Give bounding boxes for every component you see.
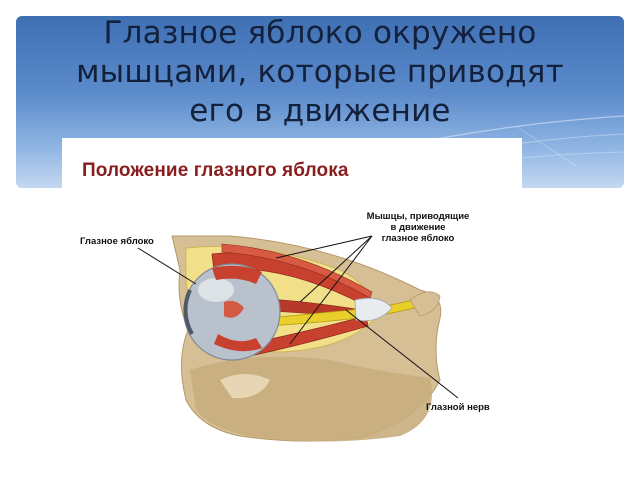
leader-muscle-2	[299, 235, 373, 303]
slide-title-line-3: его в движение	[189, 93, 451, 129]
bone-highlight	[220, 374, 270, 399]
eyeball-shine	[198, 278, 234, 302]
muscle-insertion-top	[212, 265, 262, 284]
figure-heading: Положение глазного яблока	[82, 160, 349, 181]
nerve-tendon-ring	[354, 297, 393, 322]
label-muscles-line-1: Мышцы, приводящие	[366, 211, 470, 222]
leader-muscle-3	[289, 235, 373, 345]
leader-nerve	[345, 309, 459, 399]
muscle-insertion-center	[224, 300, 244, 318]
label-muscles-line-3: глазное яблоко	[381, 233, 455, 244]
slide-title-line-1: Глазное яблоко окружено	[103, 15, 537, 51]
slide-title-line-2: мышцами, которые приводят	[76, 54, 564, 90]
leader-muscle-1	[275, 235, 373, 259]
sphenoid-process	[409, 291, 441, 317]
label-eyeball: Глазное яблоко	[80, 236, 154, 247]
label-muscles: Мышцы, приводящие в движение глазное ябл…	[360, 211, 476, 244]
figure-card	[62, 138, 522, 194]
slide-title: Глазное яблоко окружено мышцами, которые…	[16, 14, 624, 131]
label-muscles-line-2: в движение	[390, 222, 446, 233]
muscle-insertion-bottom	[214, 334, 262, 352]
label-optic-nerve: Глазной нерв	[426, 402, 490, 413]
leader-eyeball	[137, 247, 197, 285]
cornea	[183, 289, 194, 335]
